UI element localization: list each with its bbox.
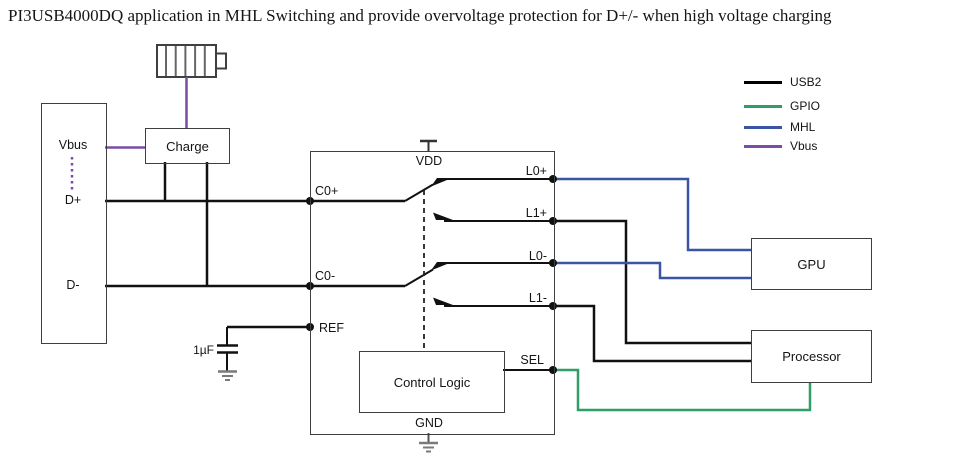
switch-internals bbox=[310, 178, 553, 371]
charge-box: Charge bbox=[145, 128, 230, 164]
legend-gpio-label: GPIO bbox=[790, 99, 821, 113]
legend-vbus-swatch bbox=[744, 144, 782, 148]
dplus-pin-label: D+ bbox=[64, 193, 82, 207]
c0plus-pin-label: C0+ bbox=[315, 184, 339, 198]
capacitor-symbol bbox=[217, 327, 238, 381]
legend-mhl-swatch bbox=[744, 125, 782, 129]
l0minus-pin-label: L0- bbox=[528, 249, 547, 263]
c0minus-pin-label: C0- bbox=[315, 269, 336, 283]
control-logic-label: Control Logic bbox=[393, 374, 471, 390]
usb2-wires bbox=[105, 162, 751, 363]
vdd-symbol bbox=[420, 139, 437, 151]
control-logic-box: Control Logic bbox=[359, 351, 505, 413]
l0plus-pin-label: L0+ bbox=[525, 164, 547, 178]
legend-gpio-swatch bbox=[744, 104, 782, 108]
gnd-symbol bbox=[419, 433, 438, 453]
mhl-wires bbox=[553, 177, 751, 280]
sel-pin-label: SEL bbox=[520, 353, 544, 367]
legend-mhl-label: MHL bbox=[790, 120, 816, 134]
gpu-label: GPU bbox=[797, 256, 826, 272]
diagram-title: PI3USB4000DQ application in MHL Switchin… bbox=[8, 6, 832, 25]
l1minus-pin-label: L1- bbox=[528, 291, 547, 305]
gpio-wire bbox=[555, 368, 812, 412]
switch-contact-triangles bbox=[431, 178, 453, 305]
ic-box bbox=[310, 151, 555, 435]
vbus-pin-label: Vbus bbox=[58, 138, 88, 152]
battery-icon bbox=[156, 44, 227, 78]
charge-label: Charge bbox=[166, 138, 209, 154]
vdd-pin-label: VDD bbox=[415, 154, 443, 168]
gpu-box: GPU bbox=[751, 238, 872, 290]
pin-dots bbox=[306, 175, 557, 374]
gnd-pin-label: GND bbox=[415, 416, 443, 430]
legend-usb2-swatch bbox=[744, 80, 782, 84]
l1plus-pin-label: L1+ bbox=[525, 206, 547, 220]
capacitor-value-label: 1µF bbox=[193, 343, 214, 357]
ref-pin-label: REF bbox=[319, 321, 344, 335]
processor-label: Processor bbox=[782, 349, 841, 364]
legend-vbus-label: Vbus bbox=[790, 139, 818, 153]
dminus-pin-label: D- bbox=[66, 278, 80, 292]
usb-connector-box bbox=[41, 103, 107, 344]
legend-usb2-label: USB2 bbox=[790, 75, 822, 89]
processor-box: Processor bbox=[751, 330, 872, 383]
vbus-wires bbox=[70, 77, 188, 193]
